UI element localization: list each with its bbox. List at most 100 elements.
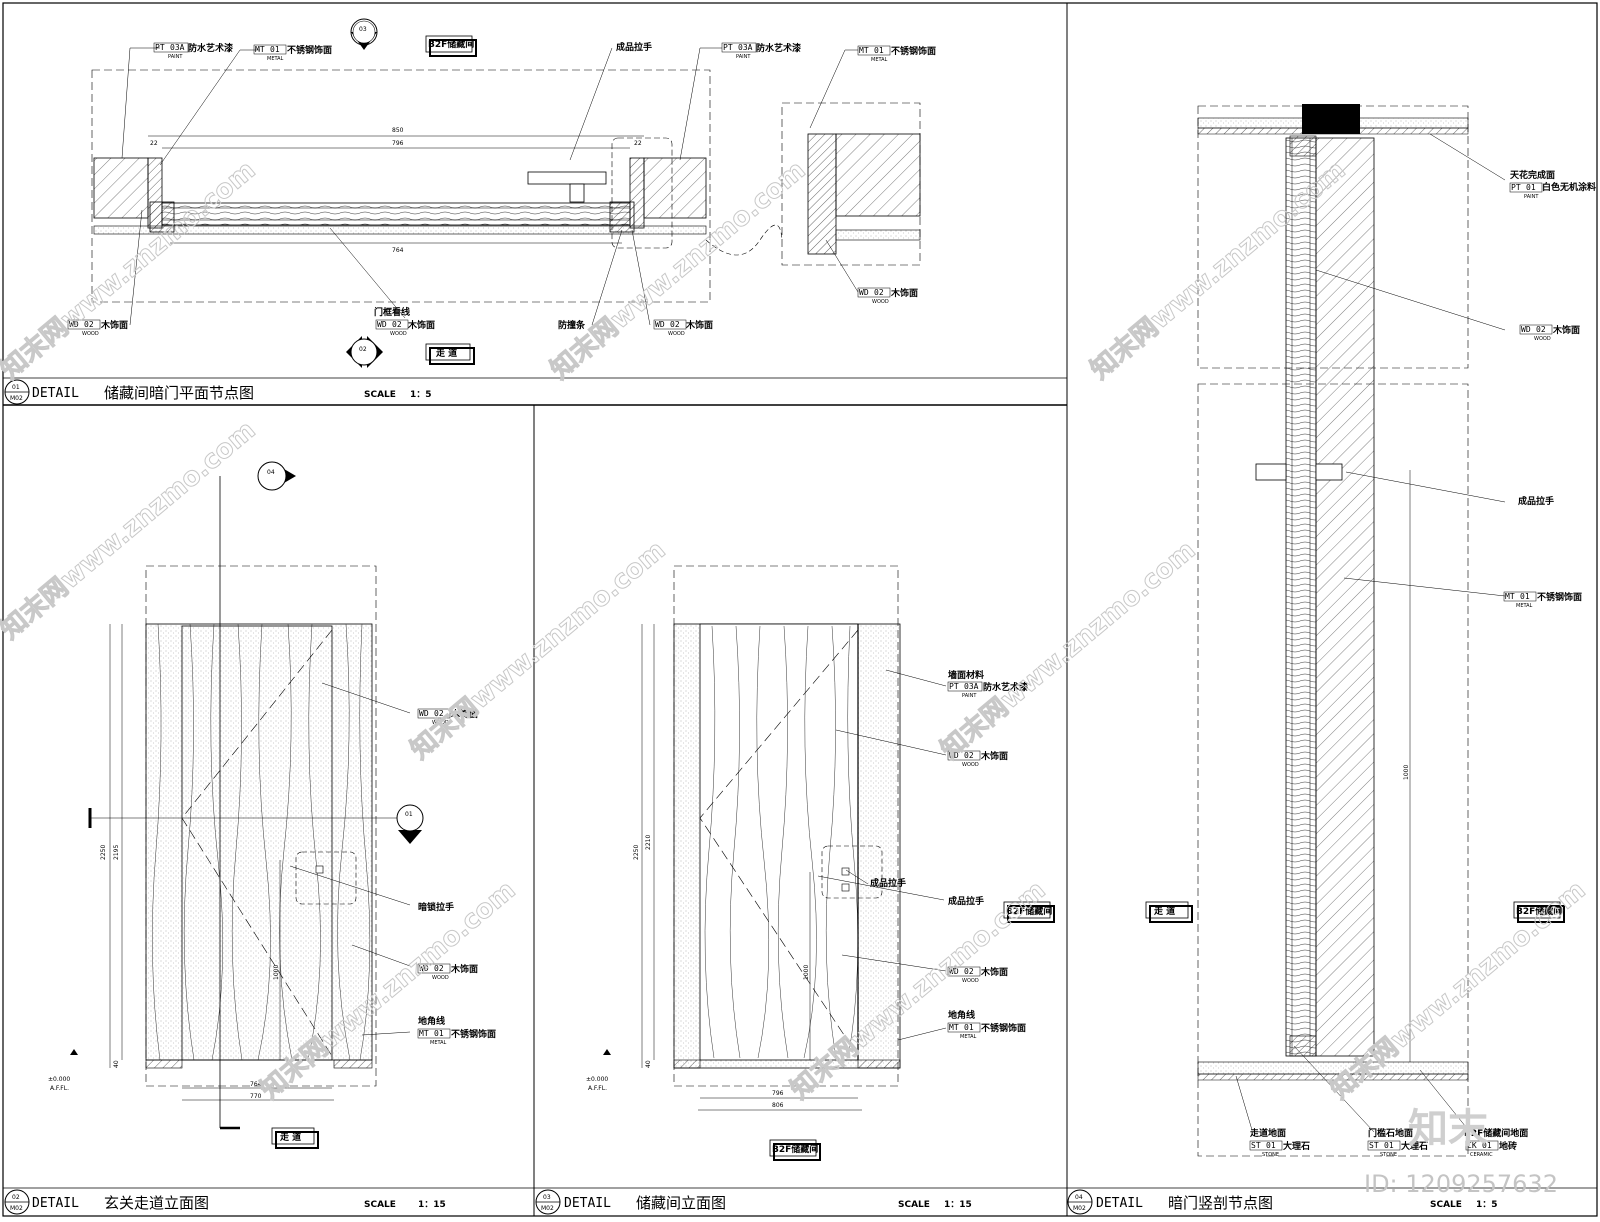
svg-text:B2F储藏间: B2F储藏间 <box>772 1143 818 1155</box>
label-wd02-inset: WD 02 WOOD 木饰面 <box>857 287 918 305</box>
svg-text:WOOD: WOOD <box>872 299 889 305</box>
svg-text:WD: WD <box>419 964 429 973</box>
label-wd02-e3b: WD 02 WOOD 木饰面 <box>947 966 1008 984</box>
svg-text:地砖: 地砖 <box>1499 1140 1517 1152</box>
label-wd02-plan-right: WD 02 WOOD 木饰面 <box>653 319 713 337</box>
room-tag-corridor-e2: 走 道 <box>271 1127 319 1149</box>
svg-text:SCALE: SCALE <box>364 390 396 400</box>
dim-1000-s4: 1000 <box>1403 765 1410 780</box>
svg-text:木饰面: 木饰面 <box>980 750 1008 762</box>
svg-text:不锈钢饰面: 不锈钢饰面 <box>287 44 332 56</box>
svg-text:木饰面: 木饰面 <box>407 319 435 331</box>
svg-text:白色无机涂料: 白色无机涂料 <box>1542 181 1596 193</box>
svg-text:B2F储藏间: B2F储藏间 <box>1516 905 1562 917</box>
svg-text:防水艺术漆: 防水艺术漆 <box>756 42 801 54</box>
label-pt03a-right: PT 03A PAINT 防水艺术漆 <box>721 42 801 60</box>
svg-text:03: 03 <box>543 1194 551 1201</box>
svg-text:成品拉手: 成品拉手 <box>616 41 652 53</box>
svg-text:02: 02 <box>84 320 94 329</box>
svg-text:门槛石地面: 门槛石地面 <box>1368 1127 1413 1139</box>
room-tag-storage-e3-side: B2F储藏间 <box>1003 901 1055 923</box>
svg-text:防撞条: 防撞条 <box>558 319 586 331</box>
dim-770: 770 <box>250 1093 262 1100</box>
svg-text:B2F储藏间: B2F储藏间 <box>428 38 474 50</box>
dim-22-left: 22 <box>150 140 158 147</box>
dim-1000-e3: 1000 <box>803 965 810 980</box>
svg-text:成品拉手: 成品拉手 <box>1518 495 1554 507</box>
svg-text:DETAIL: DETAIL <box>1096 1196 1143 1211</box>
svg-text:走道地面: 走道地面 <box>1249 1127 1286 1139</box>
svg-text:天花完成面: 天花完成面 <box>1510 169 1555 181</box>
svg-text:WD: WD <box>949 967 959 976</box>
label-ceiling-finish: 天花完成面 PT 01 PAINT 白色无机涂料 <box>1509 169 1596 200</box>
level-e2: ±0.000 <box>48 1076 70 1083</box>
dim-796-e3: 796 <box>772 1090 784 1097</box>
svg-text:03A: 03A <box>170 43 185 52</box>
svg-text:01: 01 <box>270 45 280 54</box>
dim-806: 806 <box>772 1102 784 1109</box>
title-block-02: 02 M02 DETAIL 玄关走道立面图 SCALE 1：15 <box>4 1189 446 1215</box>
svg-text:WD: WD <box>377 320 387 329</box>
svg-text:METAL: METAL <box>430 1040 447 1046</box>
svg-text:01: 01 <box>1384 1141 1394 1150</box>
svg-text:储藏间立面图: 储藏间立面图 <box>636 1194 726 1212</box>
dim-22-right: 22 <box>634 140 642 147</box>
svg-text:PAINT: PAINT <box>168 54 183 60</box>
svg-text:02: 02 <box>874 288 884 297</box>
svg-text:走 道: 走 道 <box>279 1131 301 1143</box>
dim-764: 764 <box>392 247 404 254</box>
svg-text:03A: 03A <box>738 43 753 52</box>
svg-text:02: 02 <box>964 967 974 976</box>
svg-text:WOOD: WOOD <box>668 331 685 337</box>
afl-e3: A.F.FL. <box>588 1085 607 1092</box>
svg-text:02: 02 <box>1536 325 1546 334</box>
svg-text:成品拉手: 成品拉手 <box>948 895 984 907</box>
svg-text:02: 02 <box>964 751 974 760</box>
svg-text:木饰面: 木饰面 <box>1552 324 1580 336</box>
panel-vertical-section: 1000 走 道 B2F储藏间 天花完成面 PT 01 PAINT 白色无机涂 <box>1067 104 1596 1215</box>
label-wd02-e2b: WD 02 WOOD 木饰面 <box>417 963 478 981</box>
svg-text:WD: WD <box>949 751 959 760</box>
svg-text:M02: M02 <box>1073 1205 1086 1212</box>
label-wd02-plan-left: WD 02 WOOD 木饰面 <box>67 319 128 337</box>
label-mt01-s4: MT 01 METAL 不锈钢饰面 <box>1503 591 1582 609</box>
svg-text:走 道: 走 道 <box>435 347 457 359</box>
svg-text:WOOD: WOOD <box>432 720 449 726</box>
dim-796: 796 <box>392 140 404 147</box>
svg-text:B2F储藏间地面: B2F储藏间地面 <box>1464 1127 1528 1139</box>
svg-text:WOOD: WOOD <box>1534 336 1551 342</box>
svg-text:1：15: 1：15 <box>418 1200 446 1210</box>
section-mark-04: 04 <box>257 461 296 491</box>
svg-text:不锈钢饰面: 不锈钢饰面 <box>981 1022 1026 1034</box>
label-lock-handle: 暗锁拉手 <box>418 901 454 913</box>
svg-text:PT: PT <box>1511 183 1521 192</box>
svg-text:04: 04 <box>267 469 275 476</box>
panel-plan-detail: 850 796 764 22 22 03 02 B2F储藏间 <box>4 18 936 405</box>
label-skirting-e2: 地角线 MT 01 METAL 不锈钢饰面 <box>417 1015 496 1046</box>
svg-text:01: 01 <box>405 811 413 818</box>
svg-text:大理石: 大理石 <box>1283 1140 1310 1152</box>
svg-text:木饰面: 木饰面 <box>890 287 918 299</box>
dim-2250-e2: 2250 <box>100 845 107 860</box>
label-handle-plan: 成品拉手 <box>616 41 652 53</box>
label-handle-s4: 成品拉手 <box>1518 495 1554 507</box>
section-mark-02: 02 <box>346 336 383 368</box>
label-bumper: 防撞条 <box>558 319 586 331</box>
svg-text:不锈钢饰面: 不锈钢饰面 <box>451 1028 496 1040</box>
svg-text:PT: PT <box>949 682 959 691</box>
svg-text:暗锁拉手: 暗锁拉手 <box>418 901 454 913</box>
svg-text:METAL: METAL <box>871 57 888 63</box>
watermark-6: 知末网www.znzmo.com <box>935 535 1201 765</box>
room-tag-corridor-plan: 走 道 <box>425 343 475 365</box>
label-pt03a-left: PT 03A PAINT 防水艺术漆 <box>153 42 233 60</box>
svg-text:地角线: 地角线 <box>418 1015 445 1027</box>
svg-text:01: 01 <box>874 46 884 55</box>
svg-text:M02: M02 <box>541 1205 554 1212</box>
level-e3: ±0.000 <box>586 1076 608 1083</box>
svg-text:MT: MT <box>859 46 869 55</box>
dim-40-e2: 40 <box>113 1060 120 1068</box>
svg-text:1：5: 1：5 <box>1476 1200 1498 1210</box>
svg-text:WOOD: WOOD <box>432 975 449 981</box>
svg-text:CK: CK <box>1467 1141 1477 1150</box>
dim-2250-e3: 2250 <box>633 845 640 860</box>
